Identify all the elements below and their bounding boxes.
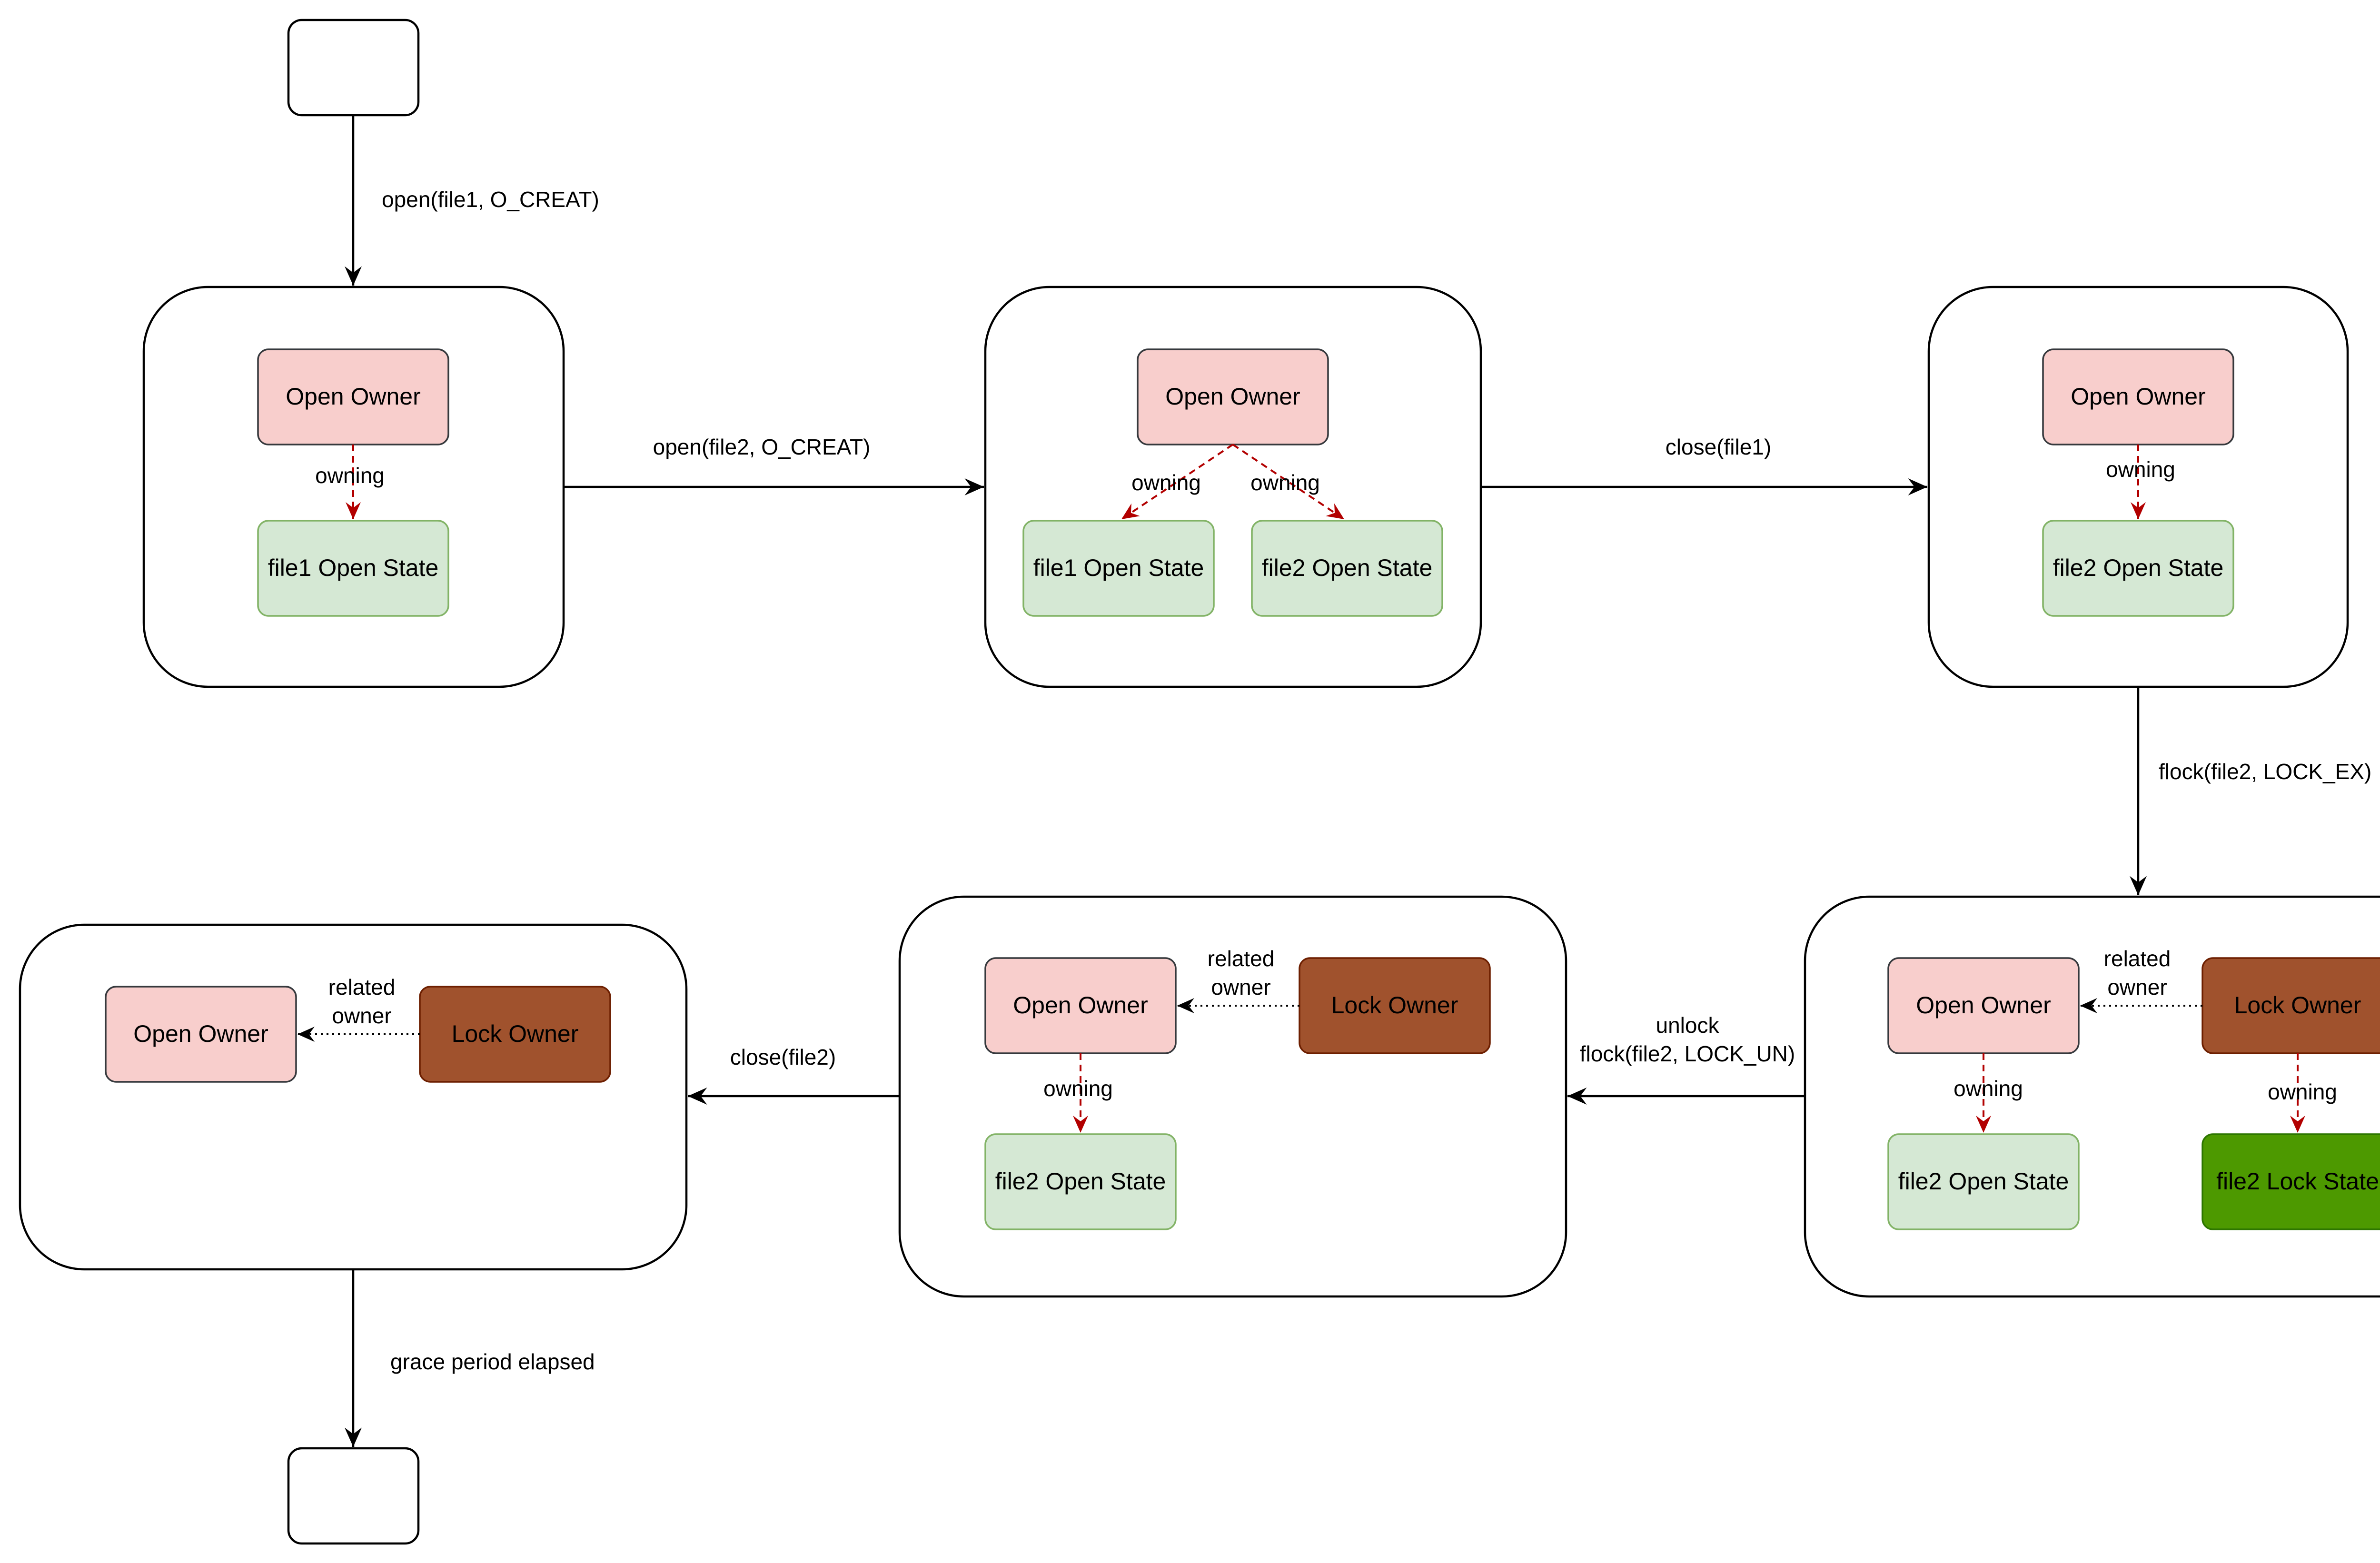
s4-lock-owner: Lock Owner	[2202, 957, 2380, 1054]
state-3-container	[1927, 286, 2349, 688]
s5-related-label-1: related	[1208, 946, 1275, 971]
s4-related-label-1: related	[2104, 946, 2171, 971]
s5-related-label-2: owner	[1211, 975, 1270, 999]
end-terminal	[287, 1447, 420, 1545]
s2-owning-label-right: owning	[1250, 470, 1320, 495]
svg-text:Lock Owner: Lock Owner	[1331, 992, 1458, 1019]
transition-label-3: close(file1)	[1666, 435, 1771, 459]
s5-file2-open-state: file2 Open State	[984, 1133, 1177, 1230]
s2-open-owner: Open Owner	[1137, 348, 1329, 445]
transition-label-5b: flock(file2, LOCK_UN)	[1580, 1041, 1795, 1066]
transition-label-2: open(file2, O_CREAT)	[653, 435, 871, 459]
s6-related-label-1: related	[328, 975, 396, 999]
s3-file2-open-state: file2 Open State	[2042, 520, 2234, 617]
svg-text:Open Owner: Open Owner	[1165, 383, 1300, 410]
s2-file2-open-state: file2 Open State	[1251, 520, 1443, 617]
svg-text:file1 Open State: file1 Open State	[1033, 554, 1204, 581]
transition-label-5a: unlock	[1656, 1013, 1720, 1038]
s4-open-owner: Open Owner	[1887, 957, 2080, 1054]
svg-text:file2 Open State: file2 Open State	[995, 1168, 1166, 1195]
svg-text:file2 Lock State: file2 Lock State	[2216, 1168, 2379, 1195]
s5-lock-owner: Lock Owner	[1299, 957, 1491, 1054]
s2-file1-open-state: file1 Open State	[1022, 520, 1215, 617]
transition-label-1: open(file1, O_CREAT)	[382, 187, 599, 212]
svg-text:file1 Open State: file1 Open State	[268, 554, 439, 581]
svg-text:Open Owner: Open Owner	[2071, 383, 2205, 410]
transition-label-7: grace period elapsed	[390, 1349, 595, 1374]
svg-text:Lock Owner: Lock Owner	[452, 1020, 579, 1047]
svg-text:file2 Open State: file2 Open State	[1898, 1168, 2069, 1195]
s1-owning-label: owning	[315, 463, 385, 488]
s4-owning-label-lock: owning	[2268, 1079, 2337, 1104]
s4-related-label-2: owner	[2107, 975, 2167, 999]
svg-text:file2 Open State: file2 Open State	[1262, 554, 1433, 581]
svg-text:Open Owner: Open Owner	[1916, 992, 2051, 1019]
s4-owning-label-open: owning	[1954, 1076, 2023, 1101]
transition-label-6: close(file2)	[730, 1045, 836, 1069]
svg-text:file2 Open State: file2 Open State	[2053, 554, 2224, 581]
s2-owning-label-left: owning	[1131, 470, 1201, 495]
start-terminal	[287, 19, 420, 117]
svg-text:Open Owner: Open Owner	[133, 1020, 268, 1047]
svg-text:Open Owner: Open Owner	[286, 383, 420, 410]
s6-related-label-2: owner	[332, 1003, 391, 1028]
s1-open-owner: Open Owner	[257, 348, 449, 445]
state-2-container	[984, 286, 1482, 688]
svg-text:Open Owner: Open Owner	[1013, 992, 1148, 1019]
s6-open-owner: Open Owner	[105, 986, 297, 1083]
svg-text:Lock Owner: Lock Owner	[2234, 992, 2361, 1019]
s4-file2-lock-state: file2 Lock State	[2202, 1133, 2380, 1230]
s5-open-owner: Open Owner	[984, 957, 1177, 1054]
s3-open-owner: Open Owner	[2042, 348, 2234, 445]
s3-owning-label: owning	[2106, 457, 2175, 482]
s4-file2-open-state: file2 Open State	[1887, 1133, 2080, 1230]
s6-lock-owner: Lock Owner	[419, 986, 611, 1083]
s5-owning-label: owning	[1043, 1076, 1113, 1101]
s1-file1-open-state: file1 Open State	[257, 520, 449, 617]
transition-label-4: flock(file2, LOCK_EX)	[2159, 759, 2371, 784]
